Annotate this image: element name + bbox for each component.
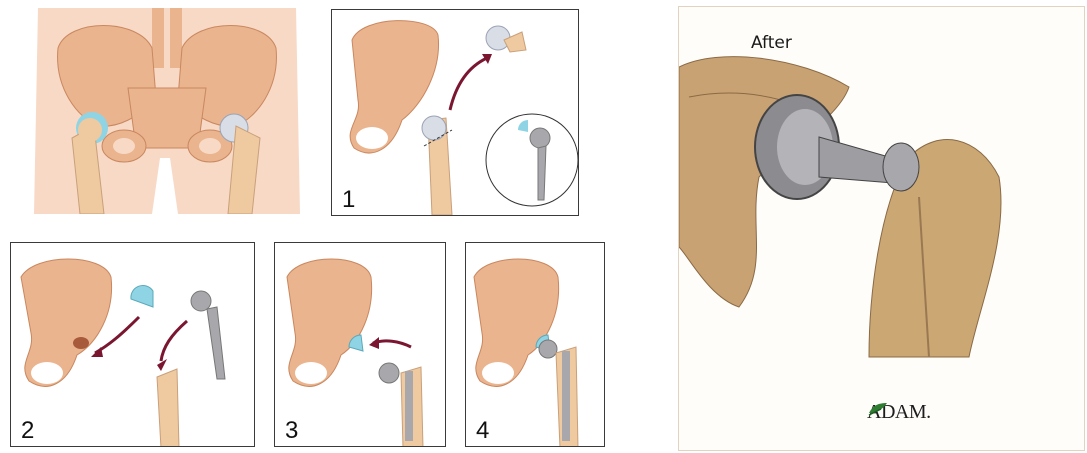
step-2-panel: 2	[10, 242, 255, 447]
step-number: 4	[476, 419, 489, 443]
after-surgery-illustration: After ADAM.	[678, 6, 1085, 451]
adam-logo: ADAM.	[867, 401, 931, 424]
step-4-panel: 4	[465, 242, 605, 447]
step-3-panel: 3	[274, 242, 446, 447]
step-number: 3	[285, 419, 298, 443]
step-number: 1	[342, 188, 355, 212]
pelvis-overview-illustration	[28, 8, 306, 214]
step-1-panel: 1	[331, 9, 579, 216]
adam-leaf-icon	[867, 401, 889, 417]
step-number: 2	[21, 419, 34, 443]
after-label: After	[751, 33, 792, 53]
